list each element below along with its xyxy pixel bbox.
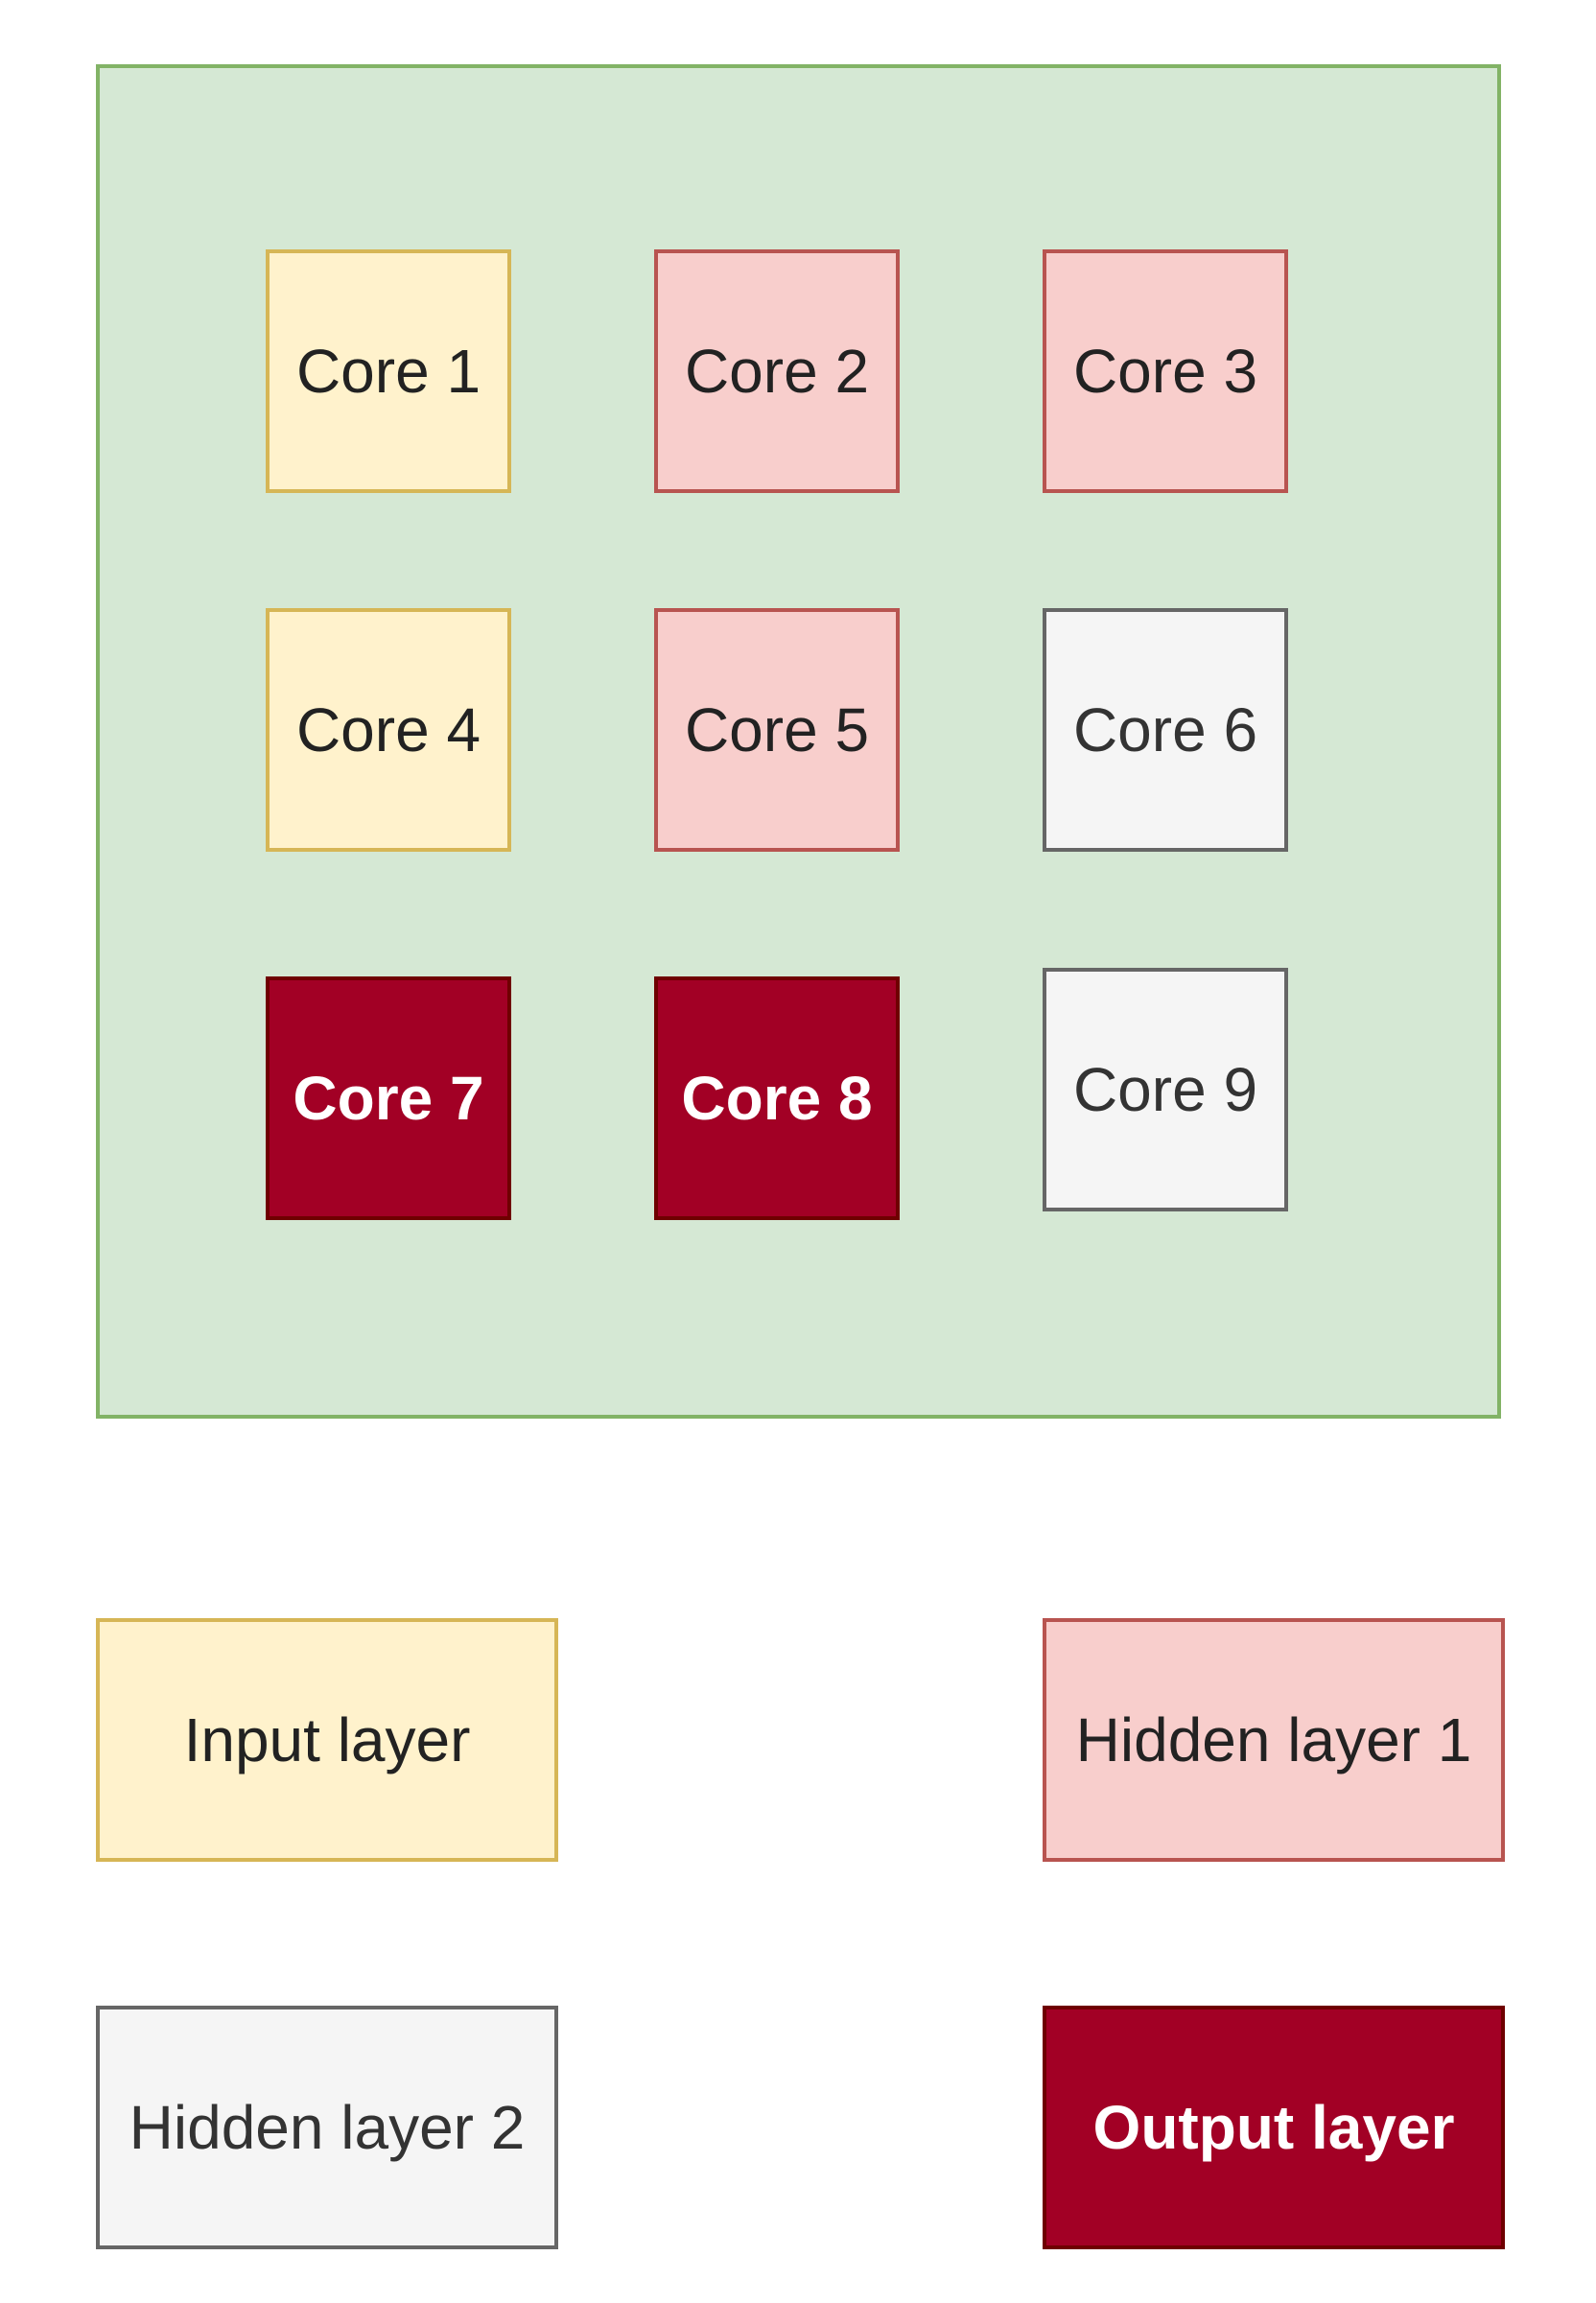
legend-hidden-layer-1: Hidden layer 1 bbox=[1043, 1618, 1505, 1862]
legend-hidden-layer-2: Hidden layer 2 bbox=[96, 2006, 558, 2249]
core-5[interactable]: Core 5 bbox=[654, 608, 900, 852]
legend-output-layer: Output layer bbox=[1043, 2006, 1505, 2249]
core-2[interactable]: Core 2 bbox=[654, 249, 900, 493]
core-8[interactable]: Core 8 bbox=[654, 976, 900, 1220]
legend-input-layer: Input layer bbox=[96, 1618, 558, 1862]
core-4[interactable]: Core 4 bbox=[266, 608, 511, 852]
core-1[interactable]: Core 1 bbox=[266, 249, 511, 493]
core-9[interactable]: Core 9 bbox=[1043, 968, 1288, 1211]
core-3[interactable]: Core 3 bbox=[1043, 249, 1288, 493]
core-6[interactable]: Core 6 bbox=[1043, 608, 1288, 852]
core-7[interactable]: Core 7 bbox=[266, 976, 511, 1220]
